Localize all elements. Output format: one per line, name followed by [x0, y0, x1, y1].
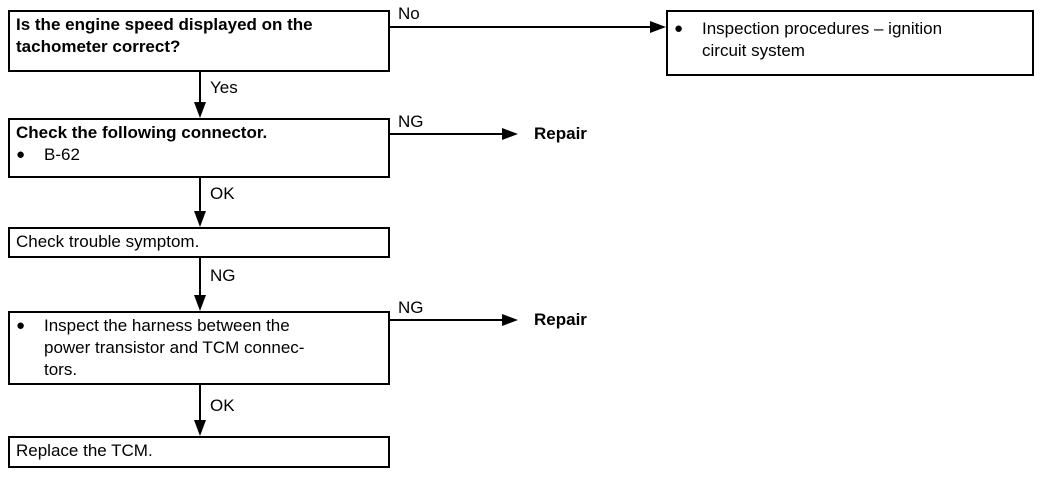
arrowhead-no	[650, 21, 666, 33]
connector-id: B-62	[44, 145, 80, 164]
bullet-icon: ●	[674, 20, 684, 37]
outcome-repair-harness: Repair	[534, 310, 587, 329]
step-inspect-harness: ● Inspect the harness between the power …	[8, 311, 390, 385]
step-replace-tcm: Replace the TCM.	[8, 436, 390, 468]
bullet-icon: ●	[16, 146, 26, 163]
node-text-line: Replace the TCM.	[16, 441, 153, 460]
edge-label-ok-harness: OK	[210, 396, 235, 415]
edge-label-no: No	[398, 4, 420, 23]
arrowhead-ng-symptom	[194, 295, 206, 311]
decision-tachometer-correct: Is the engine speed displayed on the tac…	[8, 10, 390, 72]
outcome-repair-connector: Repair	[534, 124, 587, 143]
bullet-icon: ●	[16, 317, 26, 334]
node-text-line: Is the engine speed displayed on the	[16, 15, 313, 34]
edge-label-ng-symptom: NG	[210, 266, 236, 285]
node-text-line: Inspection procedures – ignition	[702, 19, 943, 38]
edge-label-ng-connector: NG	[398, 112, 424, 131]
node-text-line: Check trouble symptom.	[16, 232, 200, 251]
step-check-connector: Check the following connector. ● B-62	[8, 118, 390, 178]
edge-label-ng-harness: NG	[398, 298, 424, 317]
arrowhead-ng-connector	[502, 128, 518, 140]
arrowhead-ng-harness	[502, 314, 518, 326]
step-check-trouble-symptom: Check trouble symptom.	[8, 227, 390, 258]
edge-label-ok-connector: OK	[210, 184, 235, 203]
node-title: Check the following connector.	[16, 123, 268, 142]
arrowhead-ok-harness	[194, 420, 206, 436]
node-text-line: power transistor and TCM connec-	[44, 338, 305, 357]
arrowhead-ok-connector	[194, 211, 206, 227]
arrowhead-yes	[194, 102, 206, 118]
node-text-line: tachometer correct?	[16, 37, 181, 56]
step-ignition-inspection: ● Inspection procedures – ignition circu…	[666, 10, 1034, 76]
node-text-line: Inspect the harness between the	[44, 316, 290, 335]
node-text-line: tors.	[44, 360, 78, 379]
edge-label-yes: Yes	[210, 78, 238, 97]
node-text-line: circuit system	[702, 41, 805, 60]
